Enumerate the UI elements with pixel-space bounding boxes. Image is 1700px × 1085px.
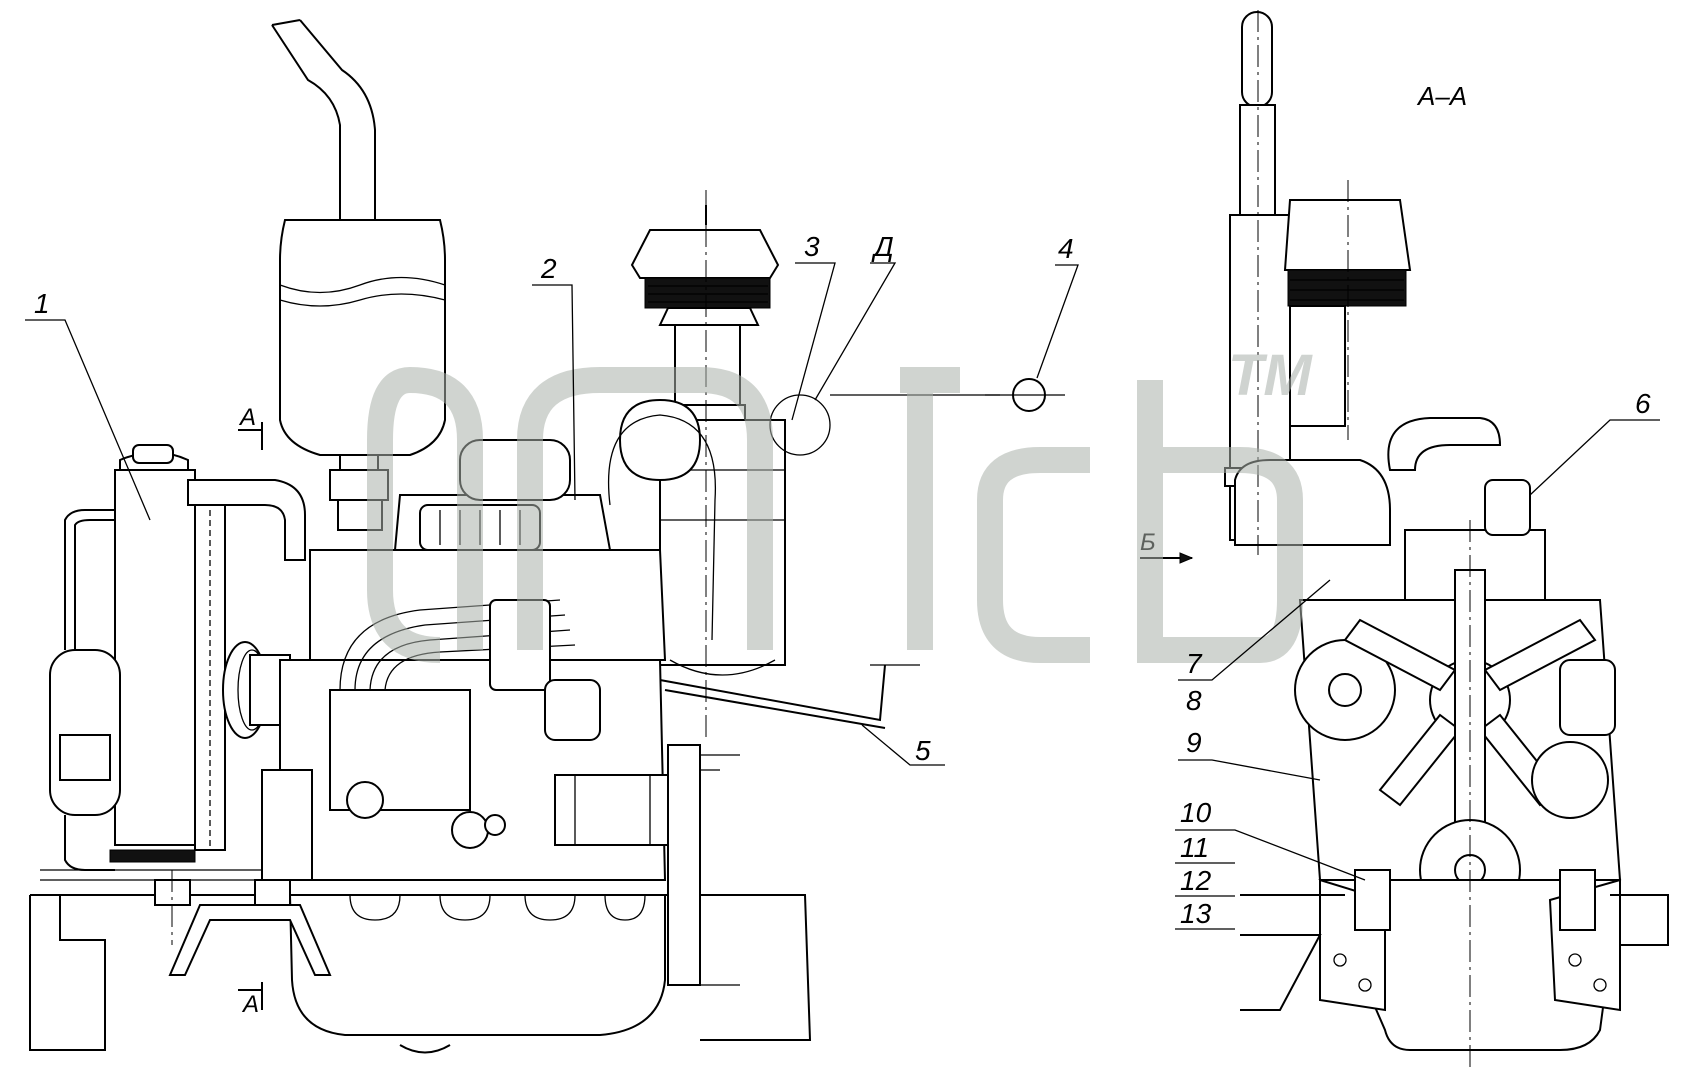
aa-frame-left	[1240, 894, 1345, 1011]
oil-pan-drain	[399, 1044, 451, 1054]
flywheel-housing	[667, 744, 701, 986]
watermark-letter-3	[900, 367, 960, 650]
muffler-seam	[279, 276, 446, 307]
callout-5: 5	[915, 735, 931, 766]
frame-bracket	[29, 895, 106, 1051]
watermark: TM	[367, 343, 1313, 663]
callout-11: 11	[1180, 832, 1209, 863]
aa-starter	[1559, 659, 1616, 736]
turbo-loop	[618, 398, 702, 482]
callout-10: 10	[1180, 797, 1212, 828]
fuel-lines	[339, 599, 576, 691]
mount-bolt-block-2	[254, 879, 291, 906]
air-cleaner-filter-mesh	[648, 285, 768, 303]
aa-frame-right	[1610, 894, 1669, 946]
leader-10-13	[1175, 829, 1366, 930]
section-view-title: А–А	[1416, 81, 1467, 111]
watermark-tm: TM	[1228, 343, 1313, 408]
section-view: А–А	[1140, 10, 1669, 1070]
leader-2	[532, 284, 576, 501]
watermark-letter-2	[517, 367, 773, 650]
leader-4	[1036, 264, 1079, 379]
callout-6: 6	[1635, 388, 1651, 419]
watermark-letter-4	[977, 447, 1090, 663]
section-mark-top	[238, 422, 263, 450]
oil-pan-lugs	[349, 894, 646, 921]
exhaust-pipe-tip	[271, 19, 301, 26]
exhaust-pipe-top	[271, 19, 376, 220]
aa-bolt-right	[1559, 869, 1596, 931]
front-mount	[168, 904, 332, 976]
section-mark-bottom	[238, 982, 263, 1010]
callout-4: 4	[1058, 233, 1074, 264]
starter-motor-lines	[574, 775, 651, 845]
air-cleaner-filter-band	[644, 277, 771, 309]
flywheel-bolts	[700, 754, 740, 986]
timing-cover	[261, 769, 313, 881]
leader-9	[1178, 759, 1321, 781]
oil-pan-body	[288, 894, 666, 1036]
generator-pulley	[451, 811, 489, 849]
section-label-top: А	[238, 404, 256, 431]
radiator-core	[114, 469, 196, 846]
oil-filter	[544, 679, 601, 741]
starter-motor	[554, 774, 671, 846]
radiator-cap	[132, 444, 174, 464]
watermark-letter-1	[367, 366, 483, 663]
drain-pipe	[659, 664, 886, 729]
radiator	[49, 444, 306, 871]
leader-7-8	[1178, 579, 1331, 681]
callout-9: 9	[1186, 727, 1202, 758]
air-cleaner-cap	[630, 229, 780, 279]
oil-pan	[288, 894, 666, 1054]
callout-7: 7	[1186, 648, 1203, 679]
aa-mount-hole-2	[1358, 978, 1372, 992]
callout-13: 13	[1180, 898, 1212, 929]
leader-1	[25, 319, 151, 521]
aa-filter-mesh	[1290, 279, 1404, 301]
coolant-pump	[346, 781, 384, 819]
expansion-tank	[49, 649, 121, 816]
aa-fan-blades	[1343, 618, 1597, 807]
callout-2: 2	[540, 253, 557, 284]
expansion-tank-window	[59, 734, 111, 781]
aa-mount-hole-1	[1333, 953, 1347, 967]
aa-head-pipe	[1387, 417, 1502, 471]
watermark-letter-5	[1137, 380, 1303, 663]
muffler	[279, 219, 446, 456]
radiator-base-bar	[109, 849, 196, 863]
aa-mount-hole-3	[1568, 953, 1582, 967]
section-label-bottom: А	[241, 991, 259, 1018]
air-cleaner-body	[658, 307, 760, 326]
aa-intake-tube	[1289, 305, 1346, 427]
wiring-loop	[607, 414, 717, 641]
aa-bolt-left	[1354, 869, 1391, 931]
callout-8: 8	[1186, 685, 1202, 716]
callout-detail: Д	[871, 231, 894, 262]
aa-mount-hole-4	[1593, 978, 1607, 992]
radiator-hose-side	[64, 509, 115, 650]
radiator-hose-bottom	[64, 815, 115, 871]
aa-oil-pan	[1318, 879, 1622, 1051]
leader-detail	[814, 262, 897, 401]
aa-water-pump	[1531, 741, 1609, 819]
callout-3: 3	[804, 231, 820, 262]
side-view: А А	[29, 19, 1000, 1054]
aa-thermostat	[1484, 479, 1531, 536]
upper-radiator-hose	[187, 479, 306, 561]
view-arrow-head	[1179, 552, 1194, 564]
callouts: 1 2 3 Д 4 5 6 7 8 9 10 11 12 13	[25, 231, 1660, 930]
leader-3	[791, 262, 836, 421]
leader-6	[1529, 419, 1660, 496]
exhaust-system	[271, 19, 446, 531]
tensioner	[484, 814, 506, 836]
stack-tip	[1241, 11, 1273, 108]
callout-12: 12	[1180, 865, 1212, 896]
leader-5	[861, 724, 945, 766]
callout-1: 1	[34, 288, 50, 319]
aa-generator-hub	[1328, 673, 1362, 707]
